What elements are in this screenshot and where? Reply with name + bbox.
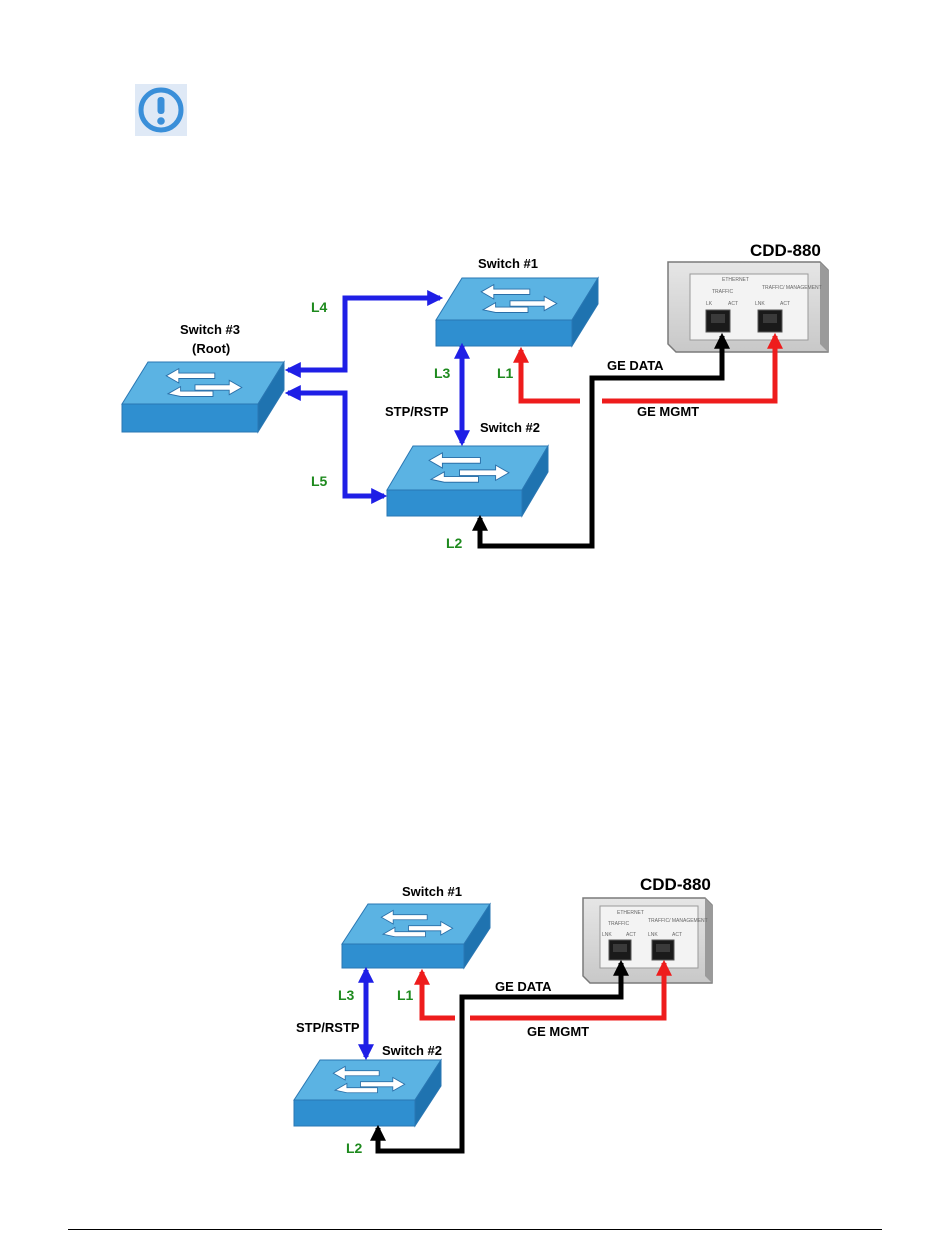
panel-group-label: ETHERNET — [722, 277, 749, 283]
cdd-880-unit: ETHERNET TRAFFIC TRAFFIC/ MANAGEMENT LK … — [668, 262, 828, 352]
switch-3 — [122, 362, 284, 432]
switch-2 — [387, 446, 548, 516]
panel2-group-label: ETHERNET — [617, 910, 644, 916]
protocol-label-2: STP/RSTP — [296, 1020, 360, 1035]
device-title-2: CDD-880 — [640, 875, 711, 894]
switch-2-label: Switch #2 — [480, 420, 540, 435]
panel2-traffic-label: TRAFFIC — [608, 921, 629, 927]
diagram-2: ETHERNET TRAFFIC TRAFFIC/ MANAGEMENT LNK… — [294, 875, 712, 1156]
l2-label: L2 — [446, 535, 463, 551]
switch-2-b-label: Switch #2 — [382, 1043, 442, 1058]
ge-mgmt-label: GE MGMT — [637, 404, 699, 419]
cdd-880-unit-2: ETHERNET TRAFFIC TRAFFIC/ MANAGEMENT LNK… — [583, 898, 712, 983]
switch-3-label: Switch #3 — [180, 322, 240, 337]
switch-1-b-label: Switch #1 — [402, 884, 462, 899]
protocol-label: STP/RSTP — [385, 404, 449, 419]
l5-label: L5 — [311, 473, 328, 489]
l3-label: L3 — [434, 365, 451, 381]
l4-label: L4 — [311, 299, 328, 315]
panel-act-label: ACT — [728, 301, 738, 307]
panel2-lnk-label: LNK — [602, 932, 612, 938]
panel-lnk-label: LNK — [755, 301, 765, 307]
panel2-act2-label: ACT — [672, 932, 682, 938]
switch-3-root-label: (Root) — [192, 341, 230, 356]
switch-2-b — [294, 1060, 441, 1126]
panel2-lnk2-label: LNK — [648, 932, 658, 938]
l2-b-label: L2 — [346, 1140, 363, 1156]
l1-b-label: L1 — [397, 987, 414, 1003]
link-l1-b-left — [422, 972, 455, 1018]
panel2-mgmt-label: TRAFFIC/ MANAGEMENT — [648, 918, 708, 924]
device-title: CDD-880 — [750, 241, 821, 260]
panel-traffic-label: TRAFFIC — [712, 289, 733, 295]
panel-lk-label: LK — [706, 301, 713, 307]
l3-b-label: L3 — [338, 987, 355, 1003]
link-l5 — [288, 393, 384, 496]
footer-rule — [68, 1229, 882, 1230]
panel-mgmt-label: TRAFFIC/ MANAGEMENT — [762, 285, 822, 291]
ge-mgmt-label-2: GE MGMT — [527, 1024, 589, 1039]
switch-1-b — [342, 904, 490, 968]
l1-label: L1 — [497, 365, 514, 381]
ge-data-label-2: GE DATA — [495, 979, 552, 994]
switch-1-label: Switch #1 — [478, 256, 538, 271]
ge-data-label: GE DATA — [607, 358, 664, 373]
panel2-act-label: ACT — [626, 932, 636, 938]
link-l1-left — [521, 350, 580, 401]
diagram-1: ETHERNET TRAFFIC TRAFFIC/ MANAGEMENT LK … — [122, 241, 828, 551]
switch-1 — [436, 278, 598, 346]
panel-act2-label: ACT — [780, 301, 790, 307]
